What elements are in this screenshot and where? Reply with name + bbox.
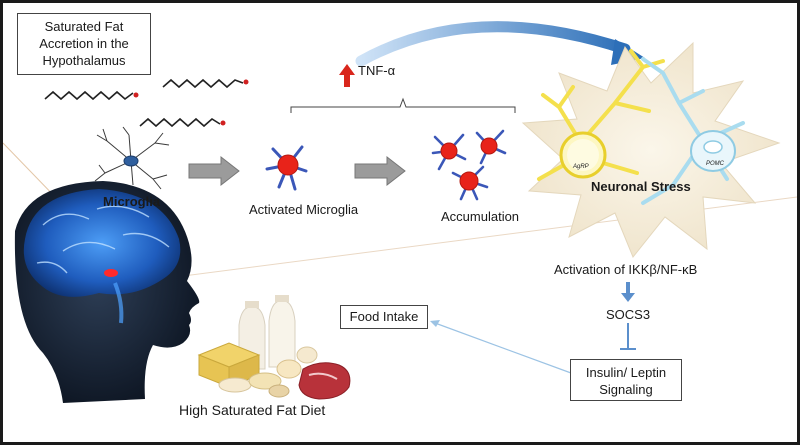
socs3-label: SOCS3 bbox=[606, 307, 651, 322]
neuronal-stress-label: Neuronal Stress bbox=[591, 179, 691, 194]
saturated-fat-line-3: Hypothalamus bbox=[42, 53, 126, 68]
insulin-leptin-signaling-box: Insulin/ Leptin Signaling bbox=[570, 359, 682, 401]
fatty-acid-chain-icon bbox=[44, 78, 249, 128]
tnf-up-arrow-icon bbox=[339, 64, 355, 87]
microglia-bracket bbox=[290, 97, 516, 113]
accumulation-label: Accumulation bbox=[441, 209, 520, 224]
tnf-label: TNF-α bbox=[358, 63, 396, 78]
saturated-fat-line-1: Saturated Fat bbox=[44, 19, 124, 34]
saturated-fat-box: Saturated Fat Accretion in the Hypothala… bbox=[17, 13, 151, 75]
food-intake-box: Food Intake bbox=[340, 305, 428, 329]
pomc-label: POMC bbox=[706, 161, 724, 167]
agrp-label: AgRP bbox=[573, 164, 589, 170]
saturated-fat-line-2: Accretion in the bbox=[39, 36, 129, 51]
progression-arrow-2 bbox=[354, 155, 406, 187]
signaling-to-food-intake-arrow bbox=[430, 320, 572, 374]
insulin-leptin-line-1: Insulin/ Leptin bbox=[585, 365, 667, 380]
neuronal-stress-burst bbox=[521, 41, 781, 258]
diagram-illustration bbox=[3, 21, 797, 403]
socs3-inhibits-signaling-arrow bbox=[620, 323, 636, 350]
activated-microglia-label: Activated Microglia bbox=[249, 202, 359, 217]
activated-microglia-icon bbox=[265, 145, 308, 191]
resting-microglia-icon bbox=[94, 126, 170, 190]
ikk-nfkb-label: Activation of IKKβ/NF-κB bbox=[554, 262, 698, 277]
ikk-to-socs3-arrow bbox=[621, 282, 635, 302]
human-head-brain-icon bbox=[14, 181, 200, 403]
microglia-label: Microglia bbox=[103, 194, 161, 209]
insulin-leptin-line-2: Signaling bbox=[599, 382, 653, 397]
tnf-to-neuron-arrow bbox=[355, 21, 631, 67]
pomc-neuron-icon bbox=[641, 57, 745, 205]
high-fat-food-icon bbox=[197, 295, 351, 400]
progression-arrow-1 bbox=[188, 155, 240, 187]
high-fat-diet-label: High Saturated Fat Diet bbox=[179, 402, 326, 418]
agrp-neuron-icon bbox=[537, 49, 665, 181]
accumulated-microglia-icon bbox=[431, 129, 507, 201]
